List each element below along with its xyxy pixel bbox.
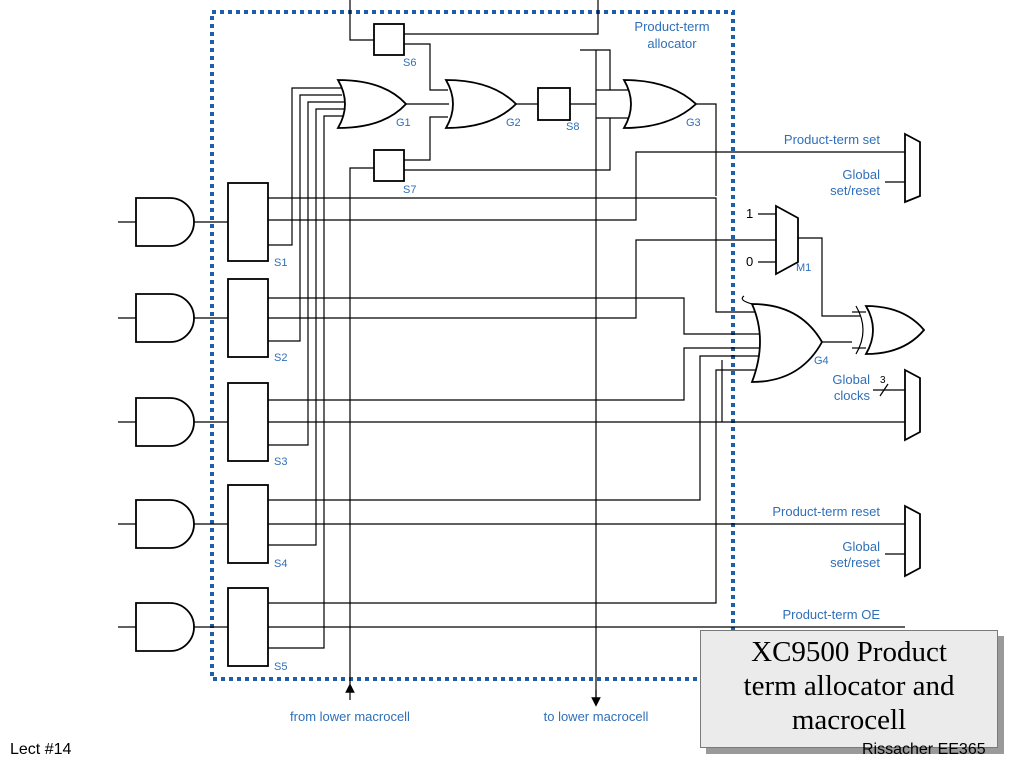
- steering-block-s2: [227, 278, 269, 358]
- mux-m1: [775, 204, 799, 276]
- label-g2: G2: [506, 117, 521, 129]
- label-s1: S1: [274, 257, 287, 269]
- label-s2: S2: [274, 352, 287, 364]
- label-s7: S7: [403, 184, 416, 196]
- from-lower-macrocell-label: from lower macrocell: [290, 709, 410, 724]
- label-s4: S4: [274, 558, 287, 570]
- label-m1: M1: [796, 262, 811, 274]
- steering-block-s7: [373, 149, 405, 182]
- steering-block-s3: [227, 382, 269, 462]
- set-mux-shape: [904, 132, 921, 204]
- label-g3: G3: [686, 117, 701, 129]
- lecture-number: Lect #14: [10, 741, 72, 758]
- and-gate-5: [118, 602, 228, 652]
- mux-input-one: 1: [746, 206, 753, 221]
- product-term-set-label: Product-term set: [784, 132, 880, 147]
- and-gate-1: [118, 197, 228, 247]
- global-set-reset-1-label-2: set/reset: [830, 183, 880, 198]
- caption-line-2: term allocator and: [743, 670, 955, 702]
- steering-block-s1: [227, 182, 269, 262]
- or-gate-g4: [750, 303, 824, 383]
- label-s8: S8: [566, 121, 579, 133]
- steering-block-s4: [227, 484, 269, 564]
- or-gate-g1: [336, 79, 408, 129]
- to-lower-macrocell-label: to lower macrocell: [544, 709, 649, 724]
- clock-mux-shape: [904, 368, 921, 442]
- and-gate-2: [118, 293, 228, 343]
- g4-input-wires: [268, 151, 905, 628]
- allocator-boundary: [210, 10, 735, 681]
- caption-box: XC9500 Product term allocator and macroc…: [700, 630, 998, 748]
- label-s3: S3: [274, 456, 287, 468]
- caption-line-3: macrocell: [791, 704, 907, 736]
- and-gate-3: [118, 397, 228, 447]
- allocator-title: Product-term: [634, 19, 709, 34]
- global-set-reset-2-label: Global: [842, 539, 880, 554]
- label-g1: G1: [396, 117, 411, 129]
- global-set-reset-1-label: Global: [842, 167, 880, 182]
- steering-block-s8: [537, 87, 571, 121]
- steering-block-s6: [373, 23, 405, 56]
- global-clocks-label-2: clocks: [834, 388, 871, 403]
- label-s5: S5: [274, 661, 287, 673]
- course-credit: Rissacher EE365: [862, 741, 986, 758]
- or-gate-g2: [444, 79, 518, 129]
- allocator-title-2: allocator: [647, 36, 697, 51]
- caption-line-1: XC9500 Product: [751, 636, 947, 668]
- g1-input-wires: [268, 87, 345, 649]
- reset-mux-shape: [904, 504, 921, 578]
- and-gate-4: [118, 499, 228, 549]
- steering-block-s5: [227, 587, 269, 667]
- global-clocks-label: Global: [832, 372, 870, 387]
- clock-bus-width: 3: [880, 375, 886, 386]
- label-s6: S6: [403, 57, 416, 69]
- or-gate-g3: [622, 79, 698, 129]
- product-term-reset-label: Product-term reset: [772, 504, 880, 519]
- mux-input-zero: 0: [746, 254, 753, 269]
- product-term-oe-label: Product-term OE: [782, 607, 880, 622]
- label-g4: G4: [814, 355, 829, 367]
- xor-gate: [852, 305, 926, 355]
- allocator-chain-wires: [349, 0, 717, 700]
- global-set-reset-2-label-2: set/reset: [830, 555, 880, 570]
